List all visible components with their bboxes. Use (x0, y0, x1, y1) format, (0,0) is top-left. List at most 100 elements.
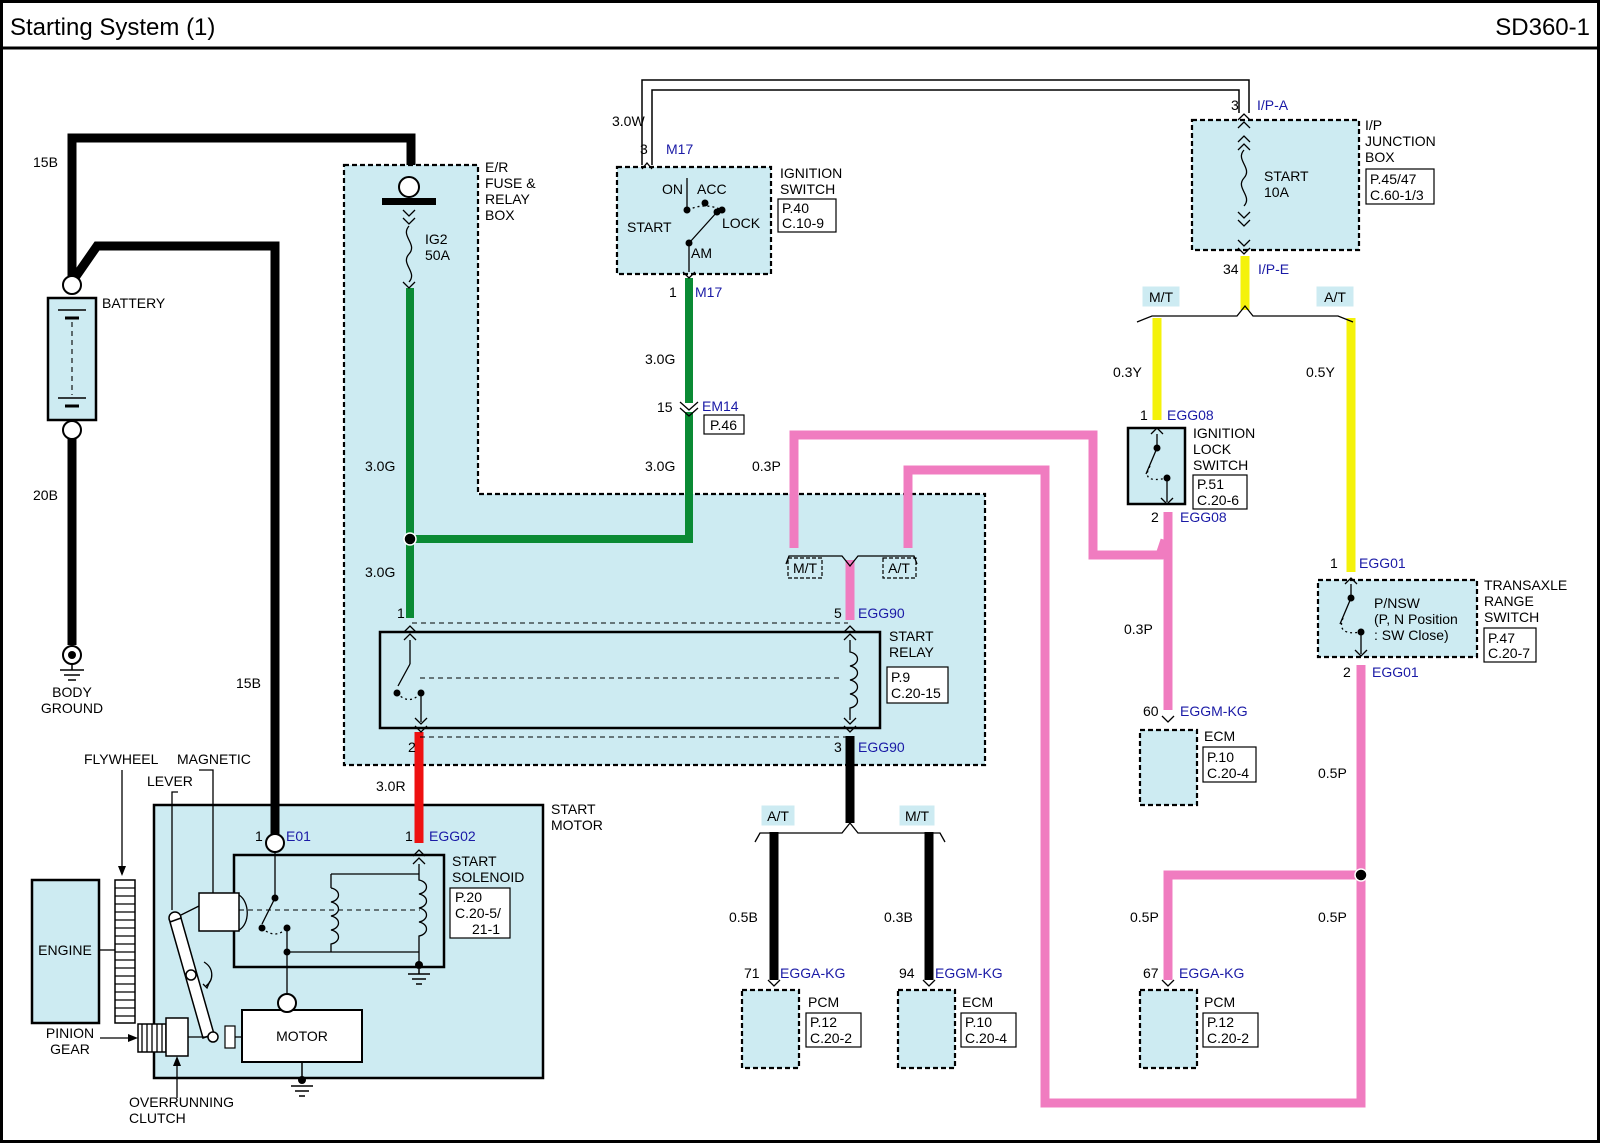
relay-name-1: START (889, 628, 934, 644)
ig2-fuse-rating: 50A (425, 247, 451, 263)
wire-em14-to-splice (410, 412, 693, 543)
lock-ref-conn: C.20-6 (1197, 492, 1239, 508)
motor-ground-icon (291, 1062, 313, 1097)
wire-label-lock-feed: 0.3P (752, 458, 781, 474)
ignition-lock-switch-box (1126, 426, 1187, 506)
lever-callout (171, 791, 178, 910)
wire-label-0-3y: 0.3Y (1113, 364, 1142, 380)
relay-ref-conn: C.20-15 (891, 685, 941, 701)
relay-coil-icon (849, 640, 859, 720)
pinion-callout-arrow (128, 1034, 138, 1042)
prnd-bottom-pin: 2 (1343, 664, 1351, 680)
magnetic-callout (199, 769, 214, 893)
wire-label-15b-top: 15B (33, 154, 58, 170)
er-box-name-3: RELAY (485, 191, 531, 207)
pinion-label-1: PINION (46, 1025, 94, 1041)
page-title: Starting System (1) (10, 14, 215, 41)
ign-pos-acc: ACC (697, 181, 727, 197)
ip-name-1: I/P (1365, 117, 1382, 133)
ecm-mt-ref-conn: C.20-4 (965, 1030, 1007, 1046)
prnd-top-connector (1344, 577, 1358, 585)
pcm-mt-pin: 71 (744, 965, 760, 981)
prnd-ref-conn: C.20-7 (1488, 645, 1530, 661)
solenoid-internals (212, 852, 430, 1000)
egg02-conn: EGG02 (429, 828, 476, 844)
pinion-label-2: GEAR (50, 1041, 90, 1057)
ip-bottom-pin: 34 (1223, 261, 1239, 277)
ecm-mid-ref-box (1202, 746, 1257, 783)
prnd-bottom-connector (1354, 649, 1368, 657)
ign-pos-on: ON (662, 181, 683, 197)
lock-name-3: SWITCH (1193, 457, 1248, 473)
tag-mt-top-label: M/T (1149, 289, 1174, 305)
em14-pin: 15 (657, 399, 673, 415)
pcm-at-ref-conn: C.20-2 (1207, 1030, 1249, 1046)
tag-mt-relay (787, 557, 823, 579)
battery-negative-terminal (62, 420, 82, 440)
lock-switch-arm (1145, 447, 1158, 475)
wire-label-15b-motor: 15B (236, 675, 261, 691)
motor-name-1: START (551, 801, 596, 817)
ip-bottom-connector (1237, 239, 1251, 255)
prnd-inner-2: (P, N Position (1374, 611, 1458, 627)
split-mt-at-relay (785, 555, 918, 568)
lock-name-1: IGNITION (1193, 425, 1255, 441)
solenoid-connector (412, 849, 426, 865)
prnd-name-3: SWITCH (1484, 609, 1539, 625)
relay-pin3-connector (843, 717, 857, 733)
wire-label-3-0r: 3.0R (376, 778, 406, 794)
pcm-mt-ref-box (805, 1012, 862, 1048)
ip-top-conn: I/P-A (1257, 97, 1289, 113)
ignition-switch-box (615, 165, 773, 276)
ign-top-pin: 3 (640, 141, 648, 157)
prnd-inner-3: : SW Close) (1374, 627, 1449, 643)
motor-b-terminal (265, 833, 285, 853)
em14-ref: P.46 (710, 417, 737, 433)
ip-bottom-conn: I/P-E (1258, 261, 1289, 277)
pcm-box-at (1138, 988, 1199, 1070)
ig2-fuse-icon (405, 225, 413, 283)
lock-ref-box (1192, 474, 1248, 510)
ign-bottom-conn: M17 (695, 284, 722, 300)
start-fuse-connector-top (1237, 135, 1251, 151)
start-relay-box (378, 630, 882, 730)
lock-bottom-pin: 2 (1151, 509, 1159, 525)
ip-ref-conn: C.60-1/3 (1370, 187, 1424, 203)
start-fuse-icon (1240, 149, 1248, 207)
relay-contact-arm (397, 663, 411, 687)
tag-mt-bottom-label: M/T (905, 808, 930, 824)
ip-top-pin: 3 (1231, 97, 1239, 113)
lock-bottom-conn: EGG08 (1180, 509, 1227, 525)
body-ground-label-2: GROUND (41, 700, 103, 716)
solenoid-ref-conn-2: 21-1 (472, 921, 500, 937)
relay-name-2: RELAY (889, 644, 935, 660)
flywheel-icon (99, 879, 136, 1024)
lock-top-conn: EGG08 (1167, 407, 1214, 423)
ign-ref-page: P.40 (782, 200, 809, 216)
ecm-box-mid (1138, 728, 1199, 807)
prnd-name-1: TRANSAXLE (1484, 577, 1567, 593)
splice-green (403, 532, 417, 546)
ign-ref-box (777, 198, 837, 233)
prnd-bottom-conn: EGG01 (1372, 664, 1419, 680)
relay-pin1: 1 (397, 605, 405, 621)
pcm-at-name: PCM (1204, 994, 1235, 1010)
tag-at-relay (882, 557, 917, 579)
pcm-mt-connector (767, 979, 781, 987)
prnd-name-2: RANGE (1484, 593, 1534, 609)
relay-pin5-connector (843, 625, 857, 641)
ip-junction-box (1190, 118, 1361, 252)
ign-pos-am: AM (691, 245, 712, 261)
relay-pin2-connector (414, 717, 428, 733)
ign-switch-arm (689, 211, 718, 243)
solenoid-name-2: SOLENOID (452, 869, 524, 885)
em14-ref-box (703, 414, 745, 435)
wire-battery-to-motor (68, 241, 280, 843)
flywheel-label: FLYWHEEL (84, 751, 159, 767)
ecm-box-mt (896, 988, 957, 1070)
clutch-callout-arrow (173, 1056, 181, 1066)
engine-box (30, 878, 101, 1025)
ig2-fuse-connector-bottom (402, 281, 416, 289)
solenoid-ref-box (449, 887, 511, 939)
ip-name-2: JUNCTION (1365, 133, 1436, 149)
